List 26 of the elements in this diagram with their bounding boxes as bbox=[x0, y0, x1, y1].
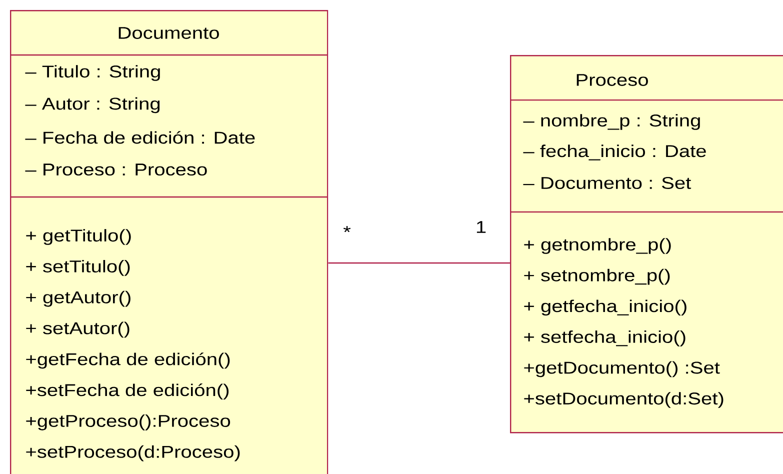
association-line bbox=[328, 262, 510, 264]
attribute-text: – nombre_p : String bbox=[523, 114, 700, 130]
attribute-text: – Titulo : String bbox=[25, 65, 160, 81]
method-text: + setTitulo() bbox=[26, 260, 130, 276]
attribute-text: – fecha_inicio : Date bbox=[523, 144, 706, 160]
method-text: +setFecha de edición() bbox=[26, 384, 229, 400]
multiplicity-label: 1 bbox=[476, 221, 486, 233]
method-text: + setfecha_inicio() bbox=[524, 330, 686, 346]
attribute-text: – Autor : String bbox=[25, 97, 160, 114]
method-text: +setProceso(d:Proceso) bbox=[26, 445, 240, 462]
attribute-text: – Documento : Set bbox=[523, 176, 692, 190]
method-text: + setnombre_p() bbox=[524, 268, 670, 285]
method-text: + getfecha_inicio() bbox=[524, 300, 686, 316]
attribute-text: – Proceso : Proceso bbox=[25, 164, 207, 176]
method-text: +getProceso():Proceso bbox=[26, 414, 230, 430]
multiplicity-label: * bbox=[343, 226, 351, 232]
class-name: Documento bbox=[118, 27, 219, 39]
method-text: +setDocumento(d:Set) bbox=[524, 392, 724, 408]
method-text: + setAutor() bbox=[26, 322, 130, 338]
method-text: + getnombre_p() bbox=[524, 238, 671, 254]
method-text: + getAutor() bbox=[26, 290, 130, 307]
method-text: + getTitulo() bbox=[26, 229, 131, 245]
method-text: +getDocumento() :Set bbox=[524, 361, 720, 378]
method-text: +getFecha de edición() bbox=[26, 352, 230, 369]
class-name: Proceso bbox=[576, 74, 648, 86]
attribute-text: – Fecha de edición : Date bbox=[25, 131, 255, 144]
